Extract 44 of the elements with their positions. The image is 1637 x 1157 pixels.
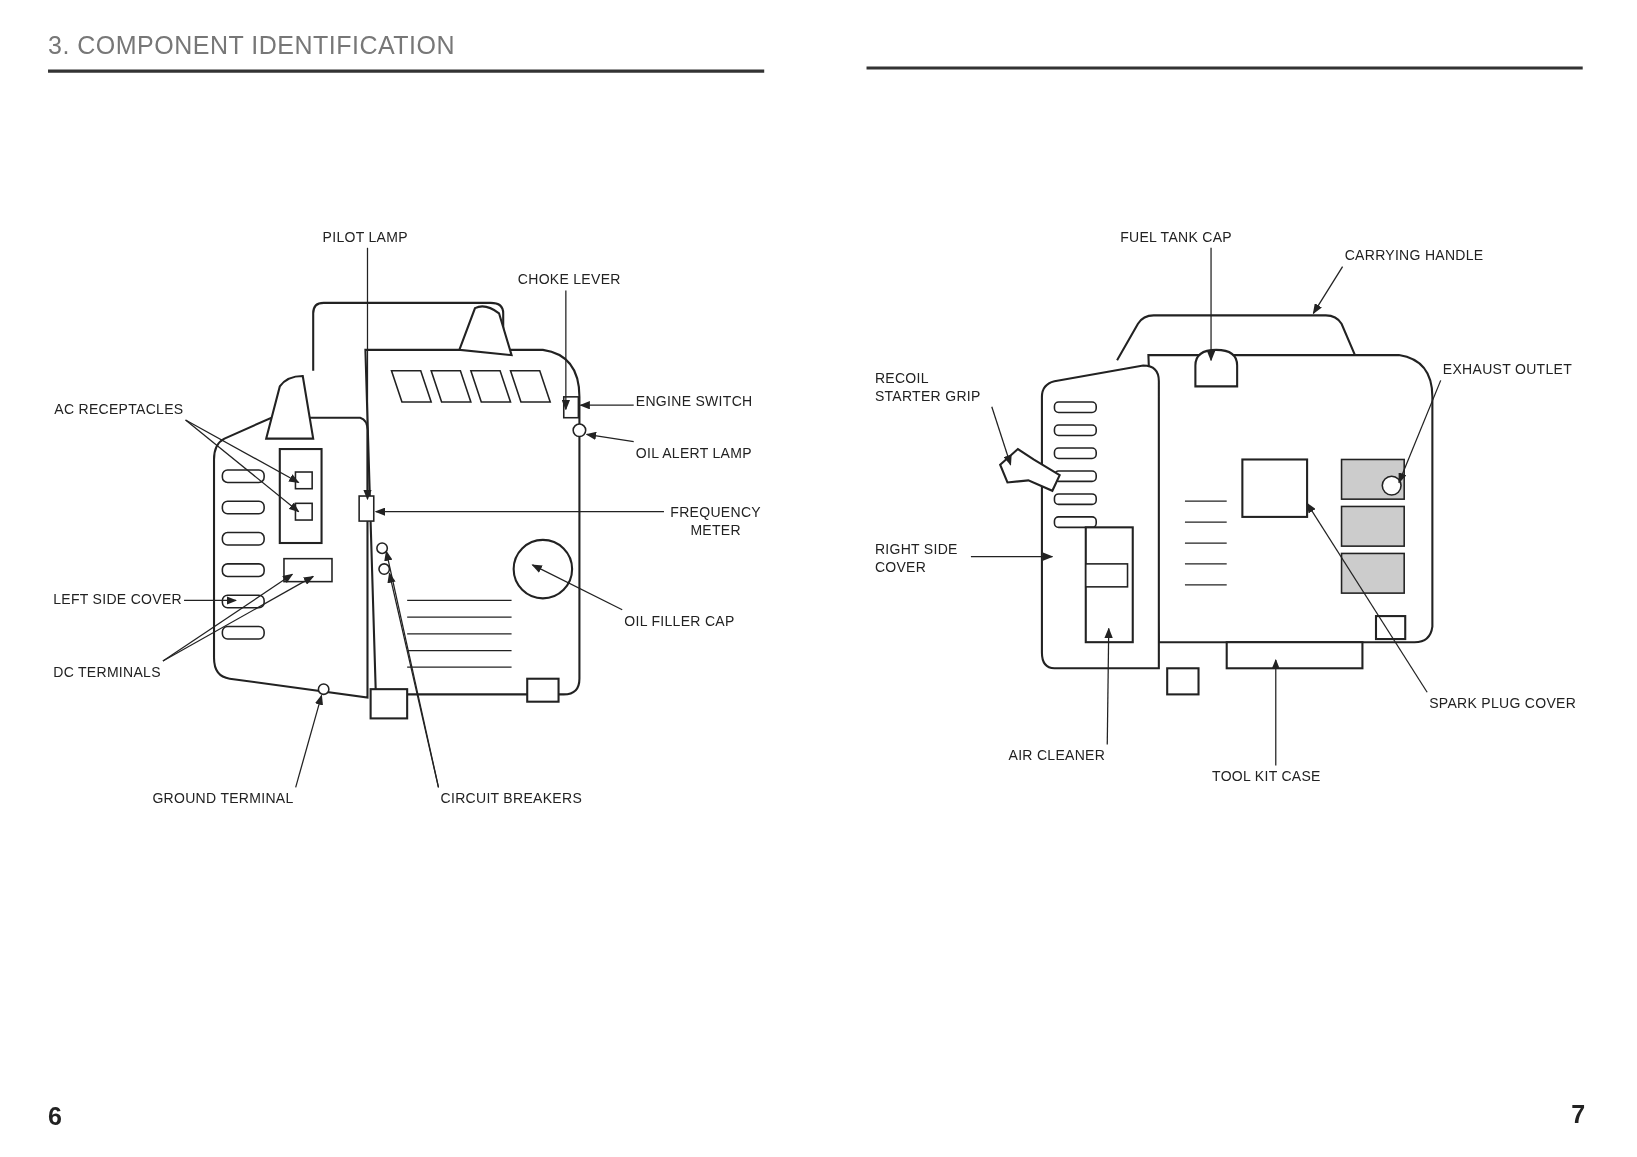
part-label: RECOIL STARTER GRIP [874,368,990,405]
leader-line [991,406,1012,466]
leader-line [374,507,665,516]
section-heading: 3. COMPONENT IDENTIFICATION [48,31,456,60]
leader-line [1398,379,1442,484]
part-label: FUEL TANK CAP [1120,227,1232,246]
part-label: CIRCUIT BREAKERS [440,789,583,808]
leader-line [1312,265,1344,315]
part-label: RIGHT SIDE COVER [874,539,969,576]
leader-line [1306,502,1428,693]
leader-line [295,694,323,788]
part-label: AC RECEPTACLES [54,399,184,418]
part-label: LEFT SIDE COVER [53,589,182,608]
leader-line [585,431,635,443]
part-label: SPARK PLUG COVER [1429,694,1577,713]
page-number: 6 [48,1102,62,1132]
leader-line [579,401,635,410]
part-label: EXHAUST OUTLET [1442,360,1572,379]
page-number: 7 [1571,1100,1586,1130]
leader-line [363,247,372,501]
leader-line [561,289,571,411]
leader-line [183,596,237,605]
leader-line [1206,247,1216,362]
generator-drawing [998,314,1434,696]
part-label: ENGINE SWITCH [635,391,753,410]
leader-line [162,573,294,662]
leader-line [531,564,623,611]
part-label: AIR CLEANER [1008,746,1106,765]
leader-line [184,419,300,484]
part-label: DC TERMINALS [53,662,161,681]
leader-line [970,552,1054,561]
part-label: PILOT LAMP [322,227,408,246]
part-label: OIL FILLER CAP [624,611,735,630]
part-label: CARRYING HANDLE [1344,246,1484,265]
part-label: CHOKE LEVER [517,270,621,289]
leader-line [1271,658,1280,766]
generator-drawing [212,301,587,720]
part-label: FREQUENCY METER [666,503,766,540]
leader-line [162,575,315,662]
part-label: OIL ALERT LAMP [635,443,752,462]
leader-line [1104,627,1113,746]
leader-line [184,419,300,513]
part-label: TOOL KIT CASE [1212,767,1321,786]
part-label: GROUND TERMINAL [152,789,294,808]
